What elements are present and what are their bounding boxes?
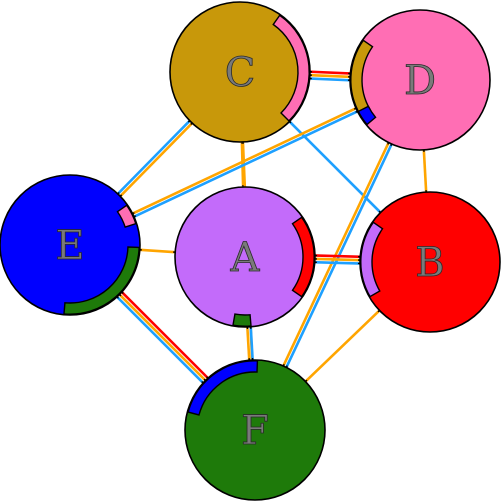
arc-d: [350, 39, 374, 116]
edge-strand: [117, 292, 208, 383]
node-label: A: [230, 235, 261, 281]
node-label: C: [225, 50, 256, 96]
node-b[interactable]: B: [359, 191, 501, 333]
node-f[interactable]: F: [184, 359, 326, 501]
edge-strand: [313, 254, 363, 259]
node-a[interactable]: A: [174, 186, 316, 328]
edge-strand: [131, 109, 360, 219]
arc-c: [272, 14, 310, 122]
edge-strand: [422, 147, 428, 195]
edge-strand: [303, 308, 382, 384]
node-label: E: [55, 223, 84, 269]
node-c[interactable]: C: [169, 1, 311, 143]
edge-c-b: [283, 115, 387, 219]
arc-a: [232, 313, 252, 327]
node-circle: [359, 191, 501, 333]
arc-d: [357, 105, 377, 126]
edge-strand: [137, 248, 178, 254]
edge-strand: [281, 140, 391, 369]
edge-strand: [307, 73, 353, 79]
arc-f: [187, 360, 259, 416]
node-circle: [349, 9, 491, 151]
edge-strand: [130, 106, 359, 216]
node-label: B: [415, 240, 444, 286]
node-e[interactable]: E: [0, 174, 141, 316]
edge-strand: [119, 289, 211, 381]
arc-a: [291, 216, 315, 298]
arc-e: [116, 204, 137, 228]
arc-b: [360, 221, 384, 298]
edge-strand: [245, 324, 251, 363]
edge-strand: [312, 257, 363, 262]
node-circle: [0, 174, 141, 316]
edge-strand: [308, 70, 353, 75]
node-d[interactable]: D: [349, 9, 491, 151]
edge-a-b: [306, 254, 369, 265]
edge-strand: [114, 294, 206, 386]
edge-strand: [249, 324, 255, 363]
edge-strand: [312, 260, 362, 265]
edge-b-f: [299, 304, 386, 388]
edge-strand: [117, 120, 195, 199]
arc-e: [63, 246, 140, 315]
node-circle: [184, 359, 326, 501]
node-label: D: [404, 58, 436, 104]
node-circle: [169, 1, 311, 143]
edge-strand: [115, 118, 193, 197]
node-label: F: [241, 408, 269, 454]
node-circle: [174, 186, 316, 328]
edge-strand: [307, 77, 352, 82]
